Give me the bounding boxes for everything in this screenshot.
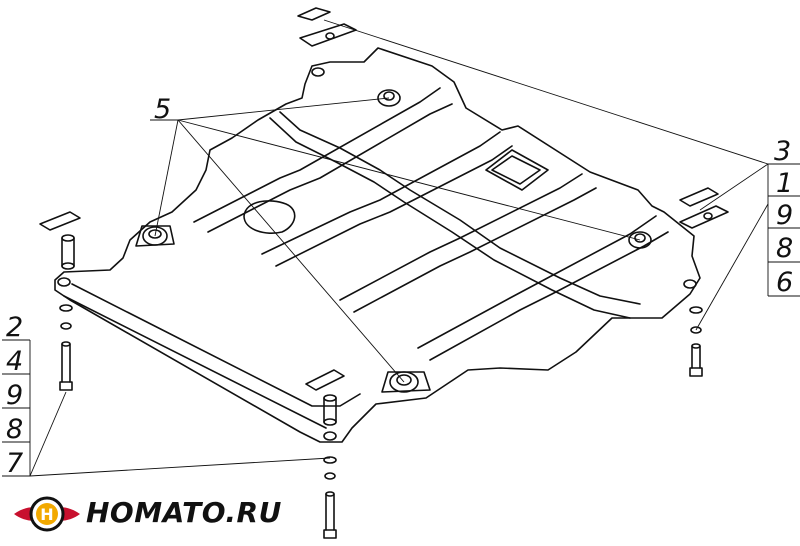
plate-right — [679, 187, 729, 229]
leader-5-b — [154, 119, 179, 237]
bolt-right — [689, 343, 703, 377]
bolt-left — [59, 341, 73, 391]
slot-right — [683, 279, 697, 289]
front-edge — [63, 295, 327, 429]
callout-left-7: 7 — [6, 448, 23, 479]
callout-right-1: 1 — [776, 168, 793, 199]
leader-5-d — [177, 119, 405, 383]
rib-3b — [353, 187, 597, 313]
plate-left — [39, 211, 81, 231]
washer-left-1 — [59, 304, 73, 312]
spacer-front — [323, 394, 337, 426]
slot-top — [311, 67, 325, 77]
rib-4b — [429, 231, 669, 361]
mount-boss-front — [381, 371, 431, 393]
leader-5-a — [177, 97, 390, 121]
slot-front — [323, 431, 337, 441]
mount-boss-front-left — [135, 225, 175, 247]
callout-right-6: 6 — [776, 267, 793, 298]
spacer-left — [61, 234, 75, 270]
leader-3-b — [699, 163, 769, 211]
washer-right-1 — [689, 306, 703, 314]
brand-logo-icon: H — [14, 496, 80, 532]
washer-front-2 — [324, 472, 336, 480]
leader-5-c — [177, 119, 641, 241]
plate-front — [305, 369, 345, 391]
rib-1b — [207, 103, 453, 233]
callout-left-8: 8 — [6, 414, 23, 445]
rib-3 — [339, 173, 583, 301]
washer-right-2 — [690, 326, 702, 334]
left-stack-frame — [2, 339, 31, 477]
rib-2b — [275, 145, 513, 267]
cross-rib-1 — [279, 111, 641, 305]
slot-left — [57, 277, 71, 287]
mount-boss-rear-left — [377, 89, 401, 107]
callout-3: 3 — [774, 136, 791, 167]
leader-right-stack — [695, 203, 769, 331]
washer-front-1 — [323, 456, 337, 464]
svg-text:H: H — [40, 505, 53, 524]
callout-left-9: 9 — [6, 380, 23, 411]
callout-5: 5 — [154, 94, 171, 125]
leader-3-a — [323, 19, 769, 165]
rib-4 — [417, 215, 657, 349]
callout-right-8: 8 — [776, 233, 793, 264]
skid-plate-outline — [54, 47, 701, 443]
brand-name: HOMATO.RU — [86, 496, 282, 529]
callout-left-2: 2 — [6, 312, 23, 343]
oval-cutout — [243, 200, 296, 234]
washer-left-2 — [60, 322, 72, 330]
mount-boss-right — [628, 231, 652, 249]
leader-left-stack-a — [29, 391, 67, 477]
cross-rib-2 — [269, 117, 631, 319]
plate-top — [297, 7, 357, 47]
callout-left-4: 4 — [6, 346, 23, 377]
access-hatch-inner — [491, 155, 541, 185]
rib-2 — [261, 131, 501, 255]
rib-1 — [193, 87, 441, 223]
access-hatch — [485, 149, 549, 191]
bolt-front — [323, 491, 337, 539]
inner-front-edge — [71, 283, 361, 407]
callout-right-9: 9 — [776, 200, 793, 231]
right-stack-frame — [767, 163, 800, 297]
leader-left-stack-b — [29, 457, 331, 477]
